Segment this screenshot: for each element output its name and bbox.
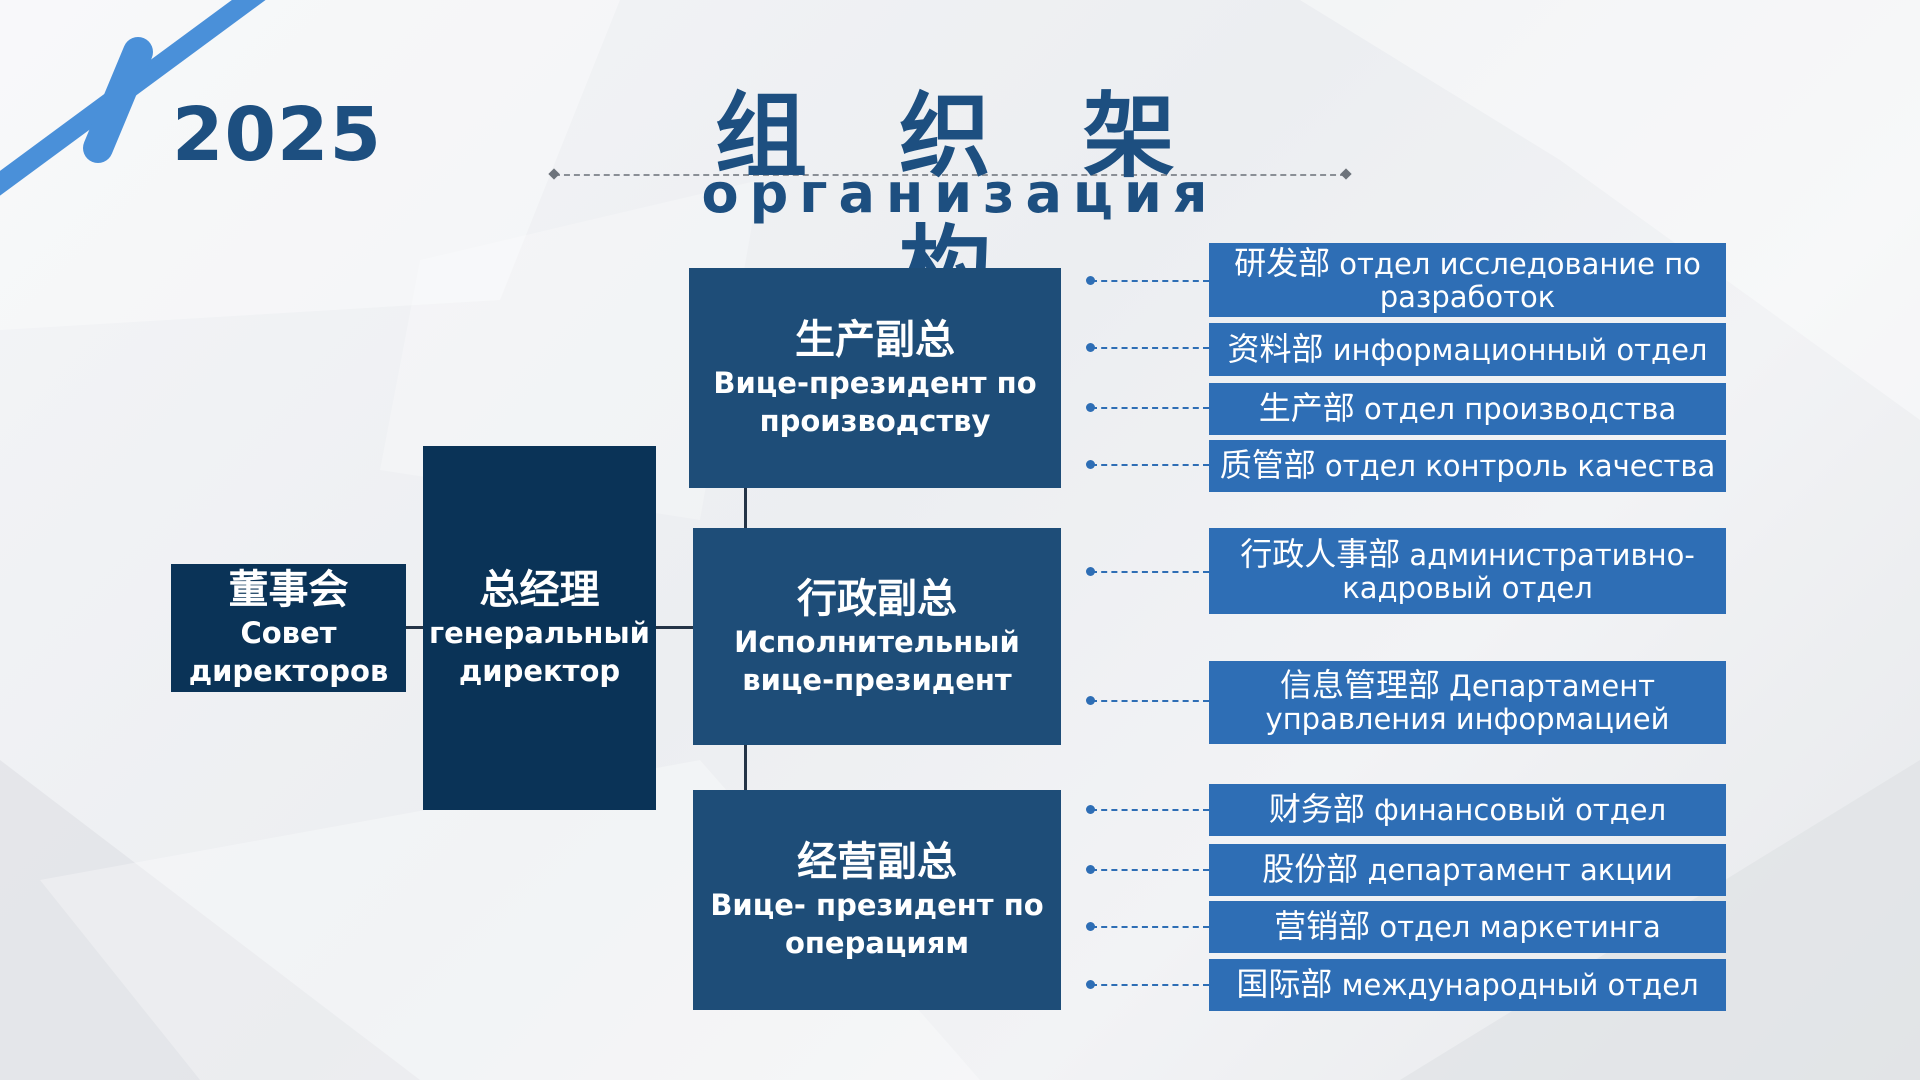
leader-dot (1086, 460, 1095, 469)
leader-dot (1086, 980, 1095, 989)
leader-line (1091, 464, 1209, 466)
vp-executive-ru-line1: Исполнительный (734, 624, 1020, 659)
leader-dot (1086, 403, 1095, 412)
leader-line (1091, 347, 1209, 349)
department-cn: 国际部 (1236, 965, 1333, 1003)
leader-line (1091, 984, 1209, 986)
department-cn: 信息管理部 (1279, 666, 1440, 704)
vp-operations-cn: 经营副总 (797, 839, 957, 885)
vp-executive-ru-line2: вице-президент (742, 662, 1012, 697)
board-ru-line2: директоров (188, 654, 389, 688)
department-box-international: 国际部 международный отдел (1209, 959, 1726, 1011)
department-box-hr: 行政人事部 административно-кадровый отдел (1209, 528, 1726, 614)
department-ru: международный отдел (1332, 968, 1699, 1002)
department-ru: отдел исследование по разработок (1330, 246, 1701, 314)
page-subtitle: организация (701, 162, 1219, 225)
leader-dot (1086, 696, 1095, 705)
vp-production-box: 生产副总 Вице-президент по производству (689, 268, 1061, 488)
leader-dot (1086, 865, 1095, 874)
department-cn: 财务部 (1268, 790, 1365, 828)
department-ru: финансовый отдел (1364, 793, 1667, 827)
gm-ru-line1: генеральный (428, 616, 650, 650)
leader-line (1091, 926, 1209, 928)
connector-board-gm (406, 626, 423, 629)
leader-dot (1086, 343, 1095, 352)
department-ru: Департамент управления информацией (1265, 669, 1670, 736)
department-cn: 研发部 (1234, 243, 1331, 282)
vp-operations-ru-line1: Вице- президент по (710, 888, 1044, 922)
board-of-directors-box: 董事会 Совет директоров (171, 564, 406, 692)
leader-line (1091, 869, 1209, 871)
leader-dot (1086, 805, 1095, 814)
department-box-it: 信息管理部 Департамент управления информацией (1209, 661, 1726, 744)
vp-operations-ru-line2: операциям (784, 926, 970, 960)
department-box-quality: 质管部 отдел контроль качества (1209, 440, 1726, 492)
department-ru: отдел маркетинга (1370, 910, 1661, 944)
department-box-production: 生产部 отдел производства (1209, 383, 1726, 435)
department-box-shares: 股份部 департамент акции (1209, 844, 1726, 896)
department-box-marketing: 营销部 отдел маркетинга (1209, 901, 1726, 953)
leader-line (1091, 407, 1209, 409)
vp-production-ru-line1: Вице-президент по (713, 366, 1037, 400)
department-cn: 资料部 (1227, 329, 1324, 368)
general-manager-box: 总经理 генеральный директор (423, 446, 656, 810)
leader-dot (1086, 276, 1095, 285)
board-ru-line1: Совет (240, 616, 337, 650)
leader-line (1091, 280, 1209, 282)
leader-dot (1086, 922, 1095, 931)
connector-gm-vp (656, 626, 694, 629)
department-ru: департамент акции (1358, 853, 1673, 887)
vp-executive-cn: 行政副总 (797, 575, 957, 622)
department-cn: 股份部 (1262, 850, 1359, 888)
department-ru: административно-кадровый отдел (1342, 537, 1695, 605)
department-cn: 质管部 (1219, 446, 1316, 484)
vp-operations-box: 经营副总 Вице- президент по операциям (693, 790, 1061, 1010)
department-ru: информационный отдел (1323, 332, 1708, 367)
decorative-diagonal-stripe-icon (0, 0, 266, 196)
department-box-finance: 财务部 финансовый отдел (1209, 784, 1726, 836)
leader-line (1091, 809, 1209, 811)
vp-production-cn: 生产副总 (795, 317, 955, 363)
department-ru: отдел производства (1354, 392, 1677, 426)
year-label: 2025 (172, 92, 382, 178)
leader-dot (1086, 567, 1095, 576)
vp-production-ru-line2: производству (759, 404, 991, 438)
department-cn: 生产部 (1258, 389, 1355, 427)
leader-line (1091, 700, 1209, 702)
department-ru: отдел контроль качества (1315, 449, 1716, 483)
leader-line (1091, 571, 1209, 573)
department-box-rnd: 研发部 отдел исследование по разработок (1209, 243, 1726, 317)
department-cn: 行政人事部 (1240, 534, 1401, 573)
board-cn-label: 董事会 (228, 567, 349, 613)
department-box-data: 资料部 информационный отдел (1209, 323, 1726, 376)
vp-executive-box: 行政副总 Исполнительный вице-президент (693, 528, 1061, 745)
department-cn: 营销部 (1274, 907, 1371, 945)
gm-ru-line2: директор (458, 654, 621, 688)
title-divider (554, 174, 1346, 176)
gm-cn-label: 总经理 (479, 567, 600, 613)
